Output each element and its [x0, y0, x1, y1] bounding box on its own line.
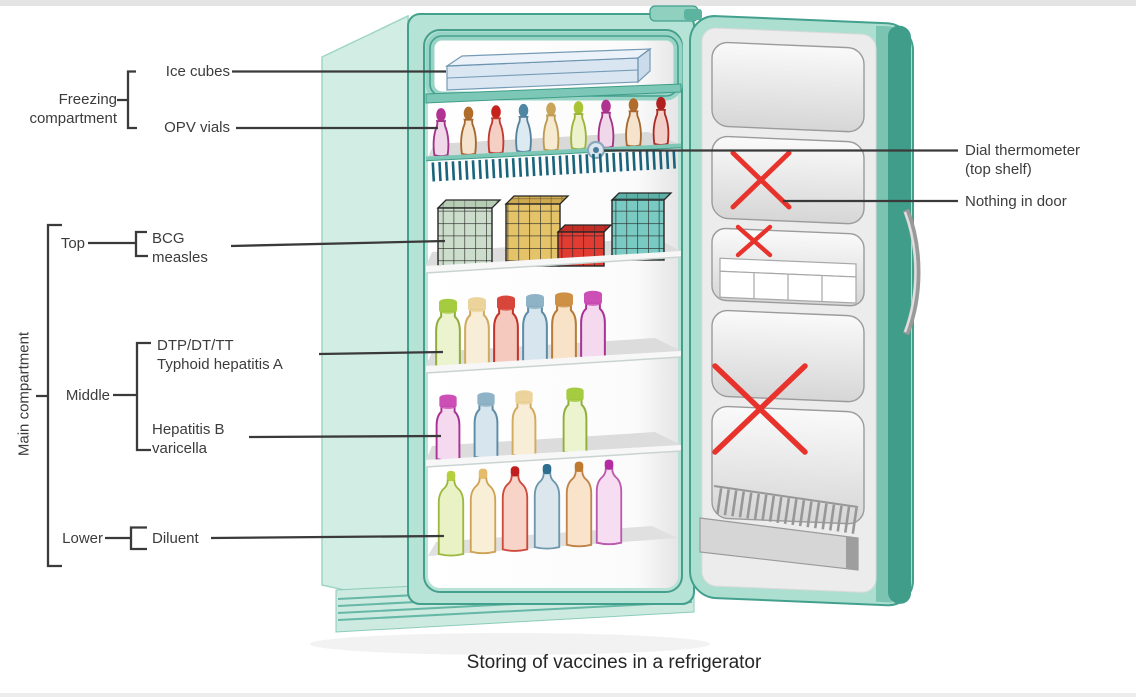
label-diluent: Diluent [152, 530, 199, 547]
door-edge-dark [888, 25, 911, 604]
label-nothing-in-door: Nothing in door [965, 193, 1067, 210]
figure-caption: Storing of vaccines in a refrigerator [466, 652, 762, 673]
fridge-interior [420, 26, 686, 596]
leader-line-hepatitis-b [248, 434, 442, 439]
ice-cube-tray [444, 47, 652, 91]
leader-line-diluent [210, 534, 445, 540]
leader-line-bcg-measles [230, 239, 446, 248]
annotation-lines [36, 70, 958, 568]
label-opv-vials: OPV vials [164, 119, 230, 136]
label-hep-b: Hepatitis B [152, 421, 225, 438]
bracket-top [88, 230, 148, 258]
dial-thermometer-needle [593, 147, 599, 153]
bracket-lower [105, 526, 147, 551]
label-lower: Lower [62, 530, 103, 547]
label-bcg: BCG [152, 230, 185, 247]
middle-shelf-upper [425, 290, 682, 374]
freezer-shelf-edge [425, 83, 682, 104]
x-mark-door-panel-3 [735, 224, 773, 258]
label-middle: Middle [65, 387, 110, 404]
middle-shelf-lower [425, 387, 682, 468]
label-main-compartment: Main compartment [15, 331, 33, 457]
bracket-freezing-compartment [117, 70, 137, 130]
fridge-door [689, 15, 921, 607]
freezer-compartment [425, 31, 683, 104]
label-dial-thermometer-line1: Dial thermometer [965, 142, 1081, 159]
bottom-border-strip [0, 693, 1136, 697]
bracket-middle [113, 341, 151, 452]
fridge-body [310, 5, 710, 655]
label-dtp-typhoid: DTP/DT/TT Typhoid hepatitis A [157, 336, 283, 374]
door-panel-1 [711, 41, 865, 133]
fridge-side-panel [321, 14, 409, 605]
door-egg-tray [719, 257, 857, 304]
door-panel-4 [711, 309, 865, 403]
lower-shelf [428, 459, 678, 556]
bracket-main-compartment [36, 223, 62, 568]
label-varicella: varicella [152, 440, 208, 457]
x-mark-door-panel-2 [730, 150, 792, 210]
prohibited-x-marks [712, 150, 808, 455]
top-border-strip [0, 0, 1136, 6]
label-measles: measles [152, 249, 208, 266]
label-top: Top [60, 235, 85, 252]
label-bcg-measles: BCG measles [152, 229, 208, 267]
x-mark-door-panels-4-5 [712, 363, 808, 455]
vaccine-box-teal [610, 192, 673, 261]
label-hepb-varicella: Hepatitis B varicella [152, 420, 225, 458]
label-freezing-compartment: Freezing compartment [10, 90, 117, 128]
vaccine-box-yellow [504, 195, 570, 267]
label-dial-thermometer-line2: (top shelf) [965, 161, 1032, 178]
evaporator-fins [431, 149, 677, 182]
opv-vial-shelf [425, 96, 682, 182]
leader-line-dtp [318, 350, 444, 356]
door-panel-2 [711, 135, 865, 225]
label-dtp: DTP/DT/TT [157, 337, 234, 354]
floor-shadow [310, 633, 710, 655]
door-hinge [649, 5, 702, 22]
door-handle [902, 208, 921, 336]
vaccine-box-green [436, 199, 502, 267]
label-freezing-line2: compartment [29, 110, 117, 127]
label-freezing-line1: Freezing [58, 91, 117, 108]
label-ice-cubes: Ice cubes [165, 63, 230, 80]
door-bottle-rack [699, 485, 859, 571]
label-dial-thermometer: Dial thermometer (top shelf) [965, 141, 1080, 179]
label-typhoid: Typhoid hepatitis A [157, 356, 283, 373]
top-shelf [425, 192, 682, 274]
